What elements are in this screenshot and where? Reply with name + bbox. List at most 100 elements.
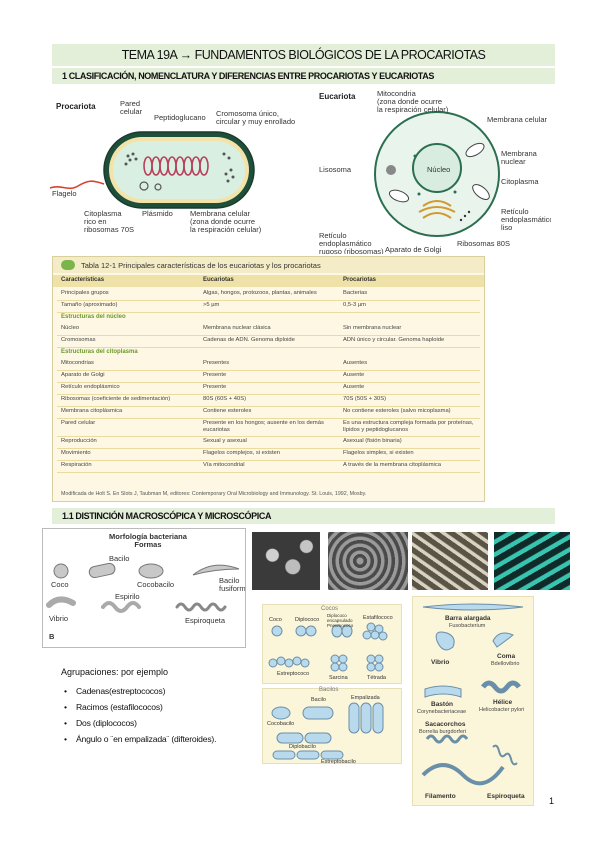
table-cell: Ausente bbox=[343, 372, 365, 378]
table-cell: Flagelos complejos, si existen bbox=[203, 450, 281, 456]
label-eu-cytoplasm: Citoplasma bbox=[501, 177, 539, 186]
section-1-header: 1 CLASIFICACIÓN, NOMENCLATURA Y DIFERENC… bbox=[52, 68, 555, 84]
table-cell: Sexual y asexual bbox=[203, 438, 247, 444]
table-cell: Ausentes bbox=[343, 360, 368, 366]
grouping-item: Racimos (estafilococos) bbox=[64, 702, 163, 712]
micrograph-spirochete bbox=[494, 532, 570, 590]
label-plasmid: Plásmido bbox=[142, 209, 173, 218]
label-panel-estafilococo: Estafilococo bbox=[363, 615, 393, 621]
table-row-divider bbox=[57, 312, 480, 313]
section-1-title: 1 CLASIFICACIÓN, NOMENCLATURA Y DIFERENC… bbox=[62, 71, 434, 81]
table-row-divider bbox=[57, 370, 480, 371]
label-rough-er: Retículo endoplasmático rugoso (ribosoma… bbox=[319, 231, 384, 255]
label-cytoplasm: Citoplasma rico en ribosomas 70S bbox=[84, 209, 135, 234]
table-cell: 70S (50S + 30S) bbox=[343, 396, 387, 402]
table-row-divider bbox=[57, 406, 480, 407]
label-panel-bacilo: Bacilo bbox=[311, 697, 326, 703]
table-row-divider bbox=[57, 418, 480, 419]
title-bar: TEMA 19A → FUNDAMENTOS BIOLÓGICOS DE LA … bbox=[52, 44, 555, 66]
label-panel-coco: Coco bbox=[269, 617, 282, 623]
table-cell: Respiración bbox=[61, 462, 92, 468]
label-golgi: Aparato de Golgi bbox=[385, 245, 442, 254]
shapes-drawing bbox=[421, 603, 524, 786]
table-cell: Algas, hongos, protozoos, plantas, anima… bbox=[203, 290, 317, 296]
table-cell: Vía mitocondrial bbox=[203, 462, 245, 468]
label-baston-sub: Corynebacteriaceae bbox=[417, 709, 467, 715]
grouping-item: Cadenas(estreptococos) bbox=[64, 686, 165, 696]
label-helice: Hélice bbox=[493, 699, 513, 706]
column-header: Características bbox=[61, 277, 105, 283]
label-cocobacilo: Cocobacilo bbox=[137, 580, 175, 589]
eukaryote-cell-drawing bbox=[374, 111, 500, 237]
label-panel-diplococo: Diplococo bbox=[295, 617, 320, 623]
section-2-header: 1.1 DISTINCIÓN MACROSCÓPICA Y MICROSCÓPI… bbox=[52, 508, 555, 524]
table-cell: >5 µm bbox=[203, 302, 220, 308]
morphology-title: Morfología bacteriana Formas bbox=[109, 532, 187, 549]
table-badge-icon bbox=[61, 260, 75, 270]
label-flagellum: Flagelo bbox=[52, 189, 77, 198]
column-header: Procariotas bbox=[343, 277, 377, 283]
label-panel-estreptococo: Estreptococo bbox=[277, 671, 310, 677]
label-lysosome: Lisosoma bbox=[319, 165, 352, 174]
table-cell: Retículo endoplásmico bbox=[61, 384, 120, 390]
label-cell-wall: Pared celular bbox=[120, 99, 143, 116]
table-cell: Presentes bbox=[203, 360, 230, 366]
label-mitochondria: Mitocondria (zona donde ocurre la respir… bbox=[377, 89, 449, 114]
table-cell: Presente bbox=[203, 384, 227, 390]
table-cell: Cromosomas bbox=[61, 337, 96, 343]
label-filamento: Filamento bbox=[425, 793, 456, 800]
figure-letter: B bbox=[49, 632, 55, 641]
morphology-figure: Morfología bacteriana Formas Coco Bacilo… bbox=[42, 528, 246, 648]
table-cell: Presente en los hongos; ausente en los d… bbox=[203, 420, 324, 433]
micrograph-rods bbox=[412, 532, 488, 590]
table-row-divider bbox=[57, 460, 480, 461]
label-right-vibrio: Vibrio bbox=[431, 659, 450, 666]
table-subheader: Estructuras del núcleo bbox=[61, 314, 126, 320]
table-row-divider bbox=[57, 347, 480, 348]
table-cell: Mitocondrias bbox=[61, 360, 94, 366]
label-nucleus: Núcleo bbox=[427, 165, 451, 174]
table-cell: 0,5-3 µm bbox=[343, 302, 366, 308]
page-title: TEMA 19A → FUNDAMENTOS BIOLÓGICOS DE LA … bbox=[121, 48, 486, 62]
label-panel-diplobacilo: Diplobacilo bbox=[289, 744, 316, 750]
table-cell: Cadenas de ADN. Genoma diploide bbox=[203, 337, 295, 343]
bacilli-panel: Bacilos Cocobacilo Bacilo Empalizada Dip… bbox=[262, 687, 402, 765]
table-cell: ADN único y circular. Genoma haploide bbox=[343, 337, 445, 343]
micrograph-clusters bbox=[328, 532, 408, 590]
prokaryote-cell-drawing bbox=[49, 131, 255, 209]
label-panel-sarcina: Sarcina bbox=[329, 675, 348, 681]
morphology-drawing bbox=[46, 562, 240, 613]
cocci-panel-title: Cocos bbox=[321, 606, 339, 612]
label-helice-sub: Helicobacter pylori bbox=[479, 707, 525, 713]
label-sacacorchos-sub: Borrelia burgdorferi bbox=[419, 729, 467, 735]
grouping-item: Ángulo o ¨en empalizada¨ (difteroides). bbox=[64, 734, 217, 744]
table-header-bar: Tabla 12-1 Principales características d… bbox=[53, 257, 484, 273]
label-coma-sub: Bdellovibrio bbox=[491, 661, 520, 667]
table-row-divider bbox=[57, 335, 480, 336]
label-peptidoglycan: Peptidoglucano bbox=[154, 113, 206, 122]
bacilli-panel-title: Bacilos bbox=[319, 687, 339, 693]
shapes-panel: Barra alargada Fusobacterium Vibrio Coma… bbox=[412, 596, 534, 806]
label-espirilo: Espirilo bbox=[115, 592, 140, 601]
groupings-title: Agrupaciones: por ejemplo bbox=[61, 667, 169, 677]
label-vibrio: Vibrio bbox=[49, 614, 69, 623]
table-title: Tabla 12-1 Principales características d… bbox=[81, 261, 321, 270]
cocci-drawing bbox=[268, 622, 388, 672]
label-chromosome: Cromosoma único, circular y muy enrollad… bbox=[216, 109, 296, 126]
table-cell: No contiene esteroles (salvo micoplasma) bbox=[343, 408, 451, 414]
prokaryote-figure: Procariota Pared celular Peptidoglucano … bbox=[48, 94, 303, 242]
label-smooth-er: Retículo endoplasmático liso bbox=[501, 207, 551, 232]
table-row-divider bbox=[57, 436, 480, 437]
table-cell: A través de la membrana citoplásmica bbox=[343, 462, 441, 468]
cocci-panel: Cocos Coco Diplococo Diplococo encapsula… bbox=[262, 604, 402, 684]
label-bacilo: Bacilo bbox=[109, 554, 130, 563]
table-row-divider bbox=[57, 448, 480, 449]
table-cell: Ausente bbox=[343, 384, 365, 390]
label-espiroqueta: Espiroqueta bbox=[185, 616, 226, 625]
label-bacilo-fusiforme: Bacilo fusiforme bbox=[219, 576, 246, 593]
label-panel-empalizada: Empalizada bbox=[351, 695, 380, 701]
label-panel-diplococo-encap: Diplococo encapsulado Pneumococo bbox=[327, 613, 354, 628]
label-sacacorchos: Sacacorchos bbox=[425, 721, 466, 728]
label-panel-cocobacilo: Cocobacilo bbox=[267, 721, 295, 727]
label-cell-membrane: Membrana celular (zona donde ocurre la r… bbox=[190, 209, 262, 234]
